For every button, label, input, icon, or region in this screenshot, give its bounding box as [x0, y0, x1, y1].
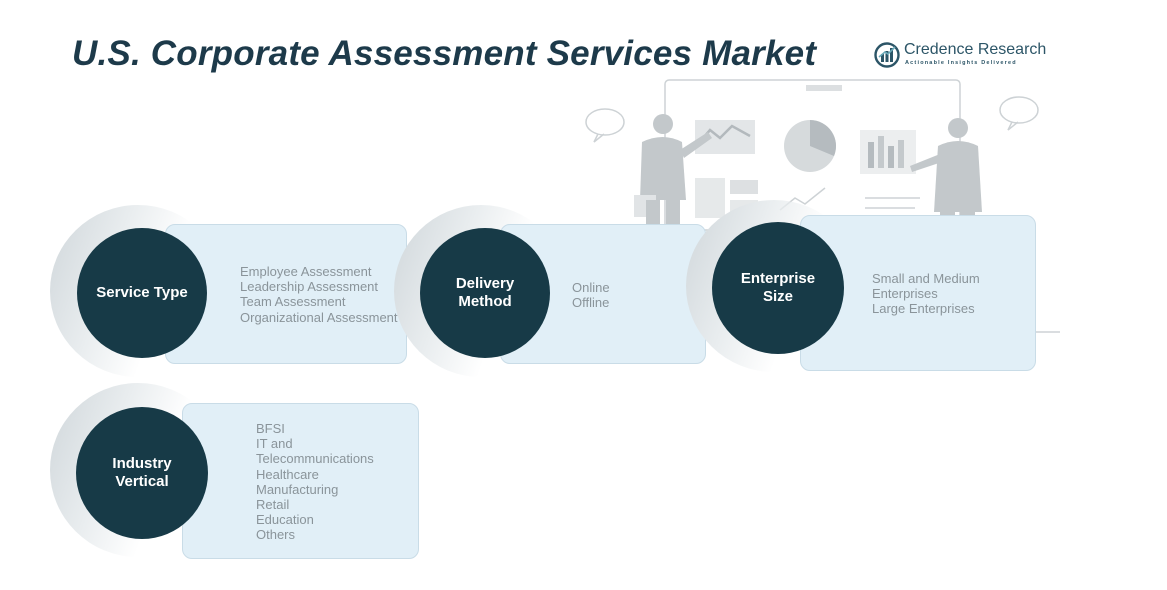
- list-item: Small and Medium: [872, 271, 980, 286]
- list-item: BFSI: [256, 421, 285, 436]
- industry-vertical-list: BFSI IT and Telecommunications Healthcar…: [256, 421, 374, 543]
- list-item: Healthcare: [256, 466, 319, 482]
- list-item: Large Enterprises: [872, 301, 975, 317]
- list-item: Retail: [256, 497, 290, 513]
- list-item: IT and: [256, 436, 293, 452]
- delivery-method-circle: Delivery Method: [420, 228, 550, 358]
- list-item: Others: [256, 527, 296, 543]
- enterprise-size-list: Small and Medium Enterprises Large Enter…: [872, 271, 980, 317]
- enterprise-size-circle: Enterprise Size: [712, 222, 844, 354]
- industry-vertical-circle: Industry Vertical: [76, 407, 208, 539]
- list-item: Enterprises: [872, 286, 938, 302]
- industry-vertical-label: Industry Vertical: [112, 455, 172, 490]
- list-item: Offline: [572, 295, 610, 311]
- list-item: Team Assessment: [240, 294, 346, 310]
- list-item: Employee Assessment: [240, 264, 372, 279]
- credence-logo-icon: [874, 42, 900, 68]
- industry-vertical-card: [182, 403, 419, 559]
- page-title: U.S. Corporate Assessment Services Marke…: [72, 34, 817, 73]
- list-item: Online: [572, 280, 610, 295]
- service-type-circle: Service Type: [77, 228, 207, 358]
- list-item: Leadership Assessment: [240, 279, 379, 295]
- logo-name: Credence Research: [904, 41, 1047, 58]
- service-type-list: Employee Assessment Leadership Assessmen…: [240, 264, 398, 325]
- enterprise-size-label: Enterprise Size: [740, 270, 816, 305]
- brand-logo: Credence Research Actionable Insights De…: [874, 40, 1054, 70]
- logo-tagline: Actionable Insights Delivered: [905, 60, 1017, 66]
- delivery-method-label: Delivery Method: [455, 275, 515, 310]
- list-item: Organizational Assessment: [240, 309, 398, 325]
- list-item: Manufacturing: [256, 481, 339, 497]
- service-type-label: Service Type: [96, 284, 188, 301]
- list-item: Telecommunications: [256, 451, 374, 467]
- delivery-method-list: Online Offline: [572, 280, 610, 310]
- list-item: Education: [256, 512, 314, 528]
